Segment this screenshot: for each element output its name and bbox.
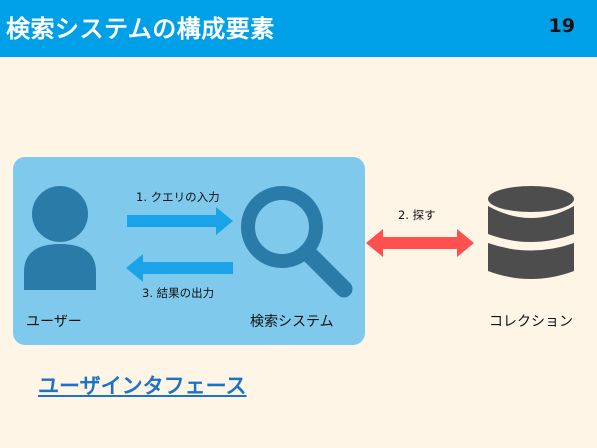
user-icon	[24, 186, 96, 290]
database-icon	[488, 186, 574, 279]
query-arrow	[127, 207, 233, 235]
result-label: 3. 結果の出力	[142, 286, 215, 300]
user-label: ユーザー	[26, 314, 82, 330]
page-number: 19	[548, 15, 575, 37]
slide-title: 検索システムの構成要素	[6, 15, 275, 43]
search-label: 2. 探す	[398, 208, 436, 222]
user-interface-link[interactable]: ユーザインタフェース	[38, 374, 247, 398]
collection-label: コレクション	[489, 314, 573, 330]
magnifier-icon	[241, 186, 353, 298]
query-label: 1. クエリの入力	[136, 190, 220, 204]
result-arrow	[126, 254, 233, 282]
slide-header: 検索システムの構成要素 19	[0, 0, 597, 57]
system-label: 検索システム	[250, 314, 334, 330]
search-double-arrow	[366, 229, 474, 257]
